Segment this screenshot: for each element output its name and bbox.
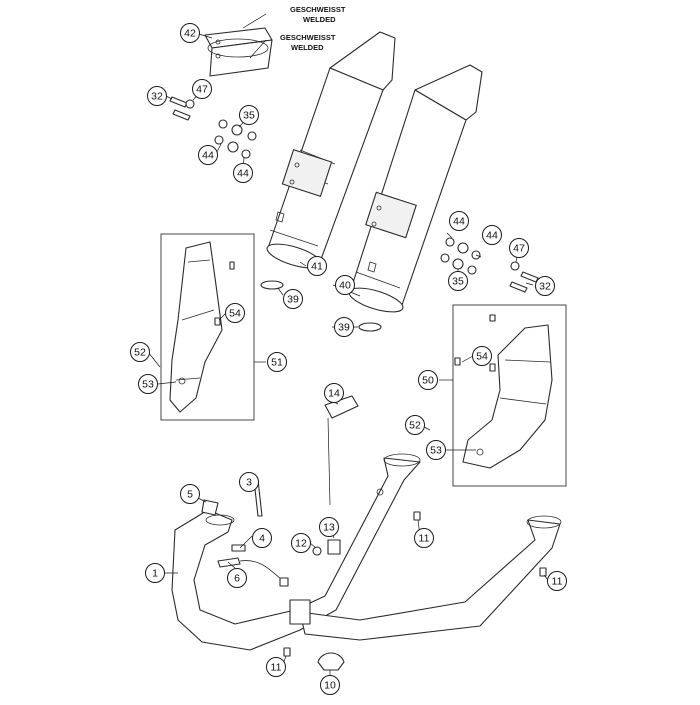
callout-label: 3 bbox=[246, 477, 252, 489]
callout-10: 10 bbox=[320, 675, 340, 695]
callout-41: 41 bbox=[307, 256, 327, 276]
callout-label: 39 bbox=[338, 322, 350, 334]
callout-label: 47 bbox=[196, 84, 208, 96]
callout-3: 3 bbox=[239, 472, 259, 492]
callout-label: 47 bbox=[513, 243, 525, 255]
callout-label: 35 bbox=[452, 276, 464, 288]
weld-note-1-line1: GESCHWEISST bbox=[290, 5, 346, 14]
callout-label: 32 bbox=[539, 281, 551, 293]
callout-label: 44 bbox=[453, 216, 465, 228]
weld-note-2-line2: WELDED bbox=[291, 43, 324, 52]
callout-label: 13 bbox=[323, 522, 335, 534]
callout-32: 32 bbox=[147, 86, 167, 106]
callout-label: 12 bbox=[295, 538, 307, 550]
callout-39: 39 bbox=[283, 289, 303, 309]
callout-label: 10 bbox=[324, 680, 336, 692]
callout-44: 44 bbox=[233, 163, 253, 183]
callout-label: 32 bbox=[151, 91, 163, 103]
callout-label: 52 bbox=[409, 420, 421, 432]
left-muffler bbox=[266, 31, 396, 269]
weld-note-2: GESCHWEISST WELDED bbox=[280, 33, 336, 52]
callout-4: 4 bbox=[252, 528, 272, 548]
callout-label: 11 bbox=[552, 576, 563, 588]
callout-label: 53 bbox=[142, 379, 154, 391]
callout-32: 32 bbox=[535, 276, 555, 296]
callout-12: 12 bbox=[291, 533, 311, 553]
callout-label: 44 bbox=[237, 168, 249, 180]
callout-label: 54 bbox=[229, 308, 241, 320]
heat-shield-left bbox=[160, 233, 255, 421]
callout-label: 41 bbox=[311, 261, 323, 273]
callout-44: 44 bbox=[449, 211, 469, 231]
heat-shield-right bbox=[452, 304, 567, 487]
callout-39: 39 bbox=[334, 317, 354, 337]
callout-label: 42 bbox=[184, 28, 196, 40]
hardware-right bbox=[440, 237, 539, 293]
callout-42: 42 bbox=[180, 23, 200, 43]
right-muffler bbox=[348, 64, 483, 313]
callout-label: 1 bbox=[152, 568, 158, 580]
callout-52: 52 bbox=[130, 342, 150, 362]
callout-11: 11 bbox=[414, 528, 434, 548]
callout-14: 14 bbox=[324, 383, 344, 403]
callout-label: 39 bbox=[287, 294, 299, 306]
callout-51: 51 bbox=[267, 352, 287, 372]
callout-35: 35 bbox=[448, 271, 468, 291]
callout-label: 44 bbox=[486, 230, 498, 242]
callout-54: 54 bbox=[225, 303, 245, 323]
callout-47: 47 bbox=[192, 79, 212, 99]
callout-35: 35 bbox=[239, 105, 259, 125]
clamp-top bbox=[204, 27, 273, 77]
weld-note-1-line2: WELDED bbox=[303, 15, 336, 24]
callout-label: 51 bbox=[271, 357, 283, 369]
callout-53: 53 bbox=[426, 440, 446, 460]
callout-47: 47 bbox=[509, 238, 529, 258]
callout-54: 54 bbox=[472, 346, 492, 366]
callout-6: 6 bbox=[227, 568, 247, 588]
callout-52: 52 bbox=[405, 415, 425, 435]
callout-13: 13 bbox=[319, 517, 339, 537]
callout-label: 40 bbox=[339, 280, 351, 292]
callout-50: 50 bbox=[418, 370, 438, 390]
callout-11: 11 bbox=[266, 657, 286, 677]
callout-label: 14 bbox=[328, 388, 340, 400]
callout-label: 11 bbox=[419, 533, 430, 545]
callout-label: 6 bbox=[234, 573, 240, 585]
header-pipes bbox=[171, 453, 562, 651]
callout-44: 44 bbox=[198, 145, 218, 165]
callout-label: 53 bbox=[430, 445, 442, 457]
hardware-left bbox=[169, 96, 257, 159]
leader-lines bbox=[147, 13, 549, 682]
callout-44: 44 bbox=[482, 225, 502, 245]
callout-label: 44 bbox=[202, 150, 214, 162]
gasket-right bbox=[358, 322, 382, 332]
callout-label: 35 bbox=[243, 110, 255, 122]
gasket-left bbox=[260, 280, 284, 290]
callout-11: 11 bbox=[547, 571, 567, 591]
small-parts bbox=[201, 395, 547, 671]
callout-53: 53 bbox=[138, 374, 158, 394]
callout-label: 5 bbox=[187, 489, 193, 501]
callout-label: 11 bbox=[271, 662, 282, 674]
callout-label: 54 bbox=[476, 351, 488, 363]
callout-40: 40 bbox=[335, 275, 355, 295]
weld-note-1: GESCHWEISST WELDED bbox=[290, 5, 346, 24]
callout-1: 1 bbox=[145, 563, 165, 583]
callout-5: 5 bbox=[180, 484, 200, 504]
callout-label: 52 bbox=[134, 347, 146, 359]
callout-label: 4 bbox=[259, 533, 265, 545]
weld-note-2-line1: GESCHWEISST bbox=[280, 33, 336, 42]
callout-label: 50 bbox=[422, 375, 434, 387]
